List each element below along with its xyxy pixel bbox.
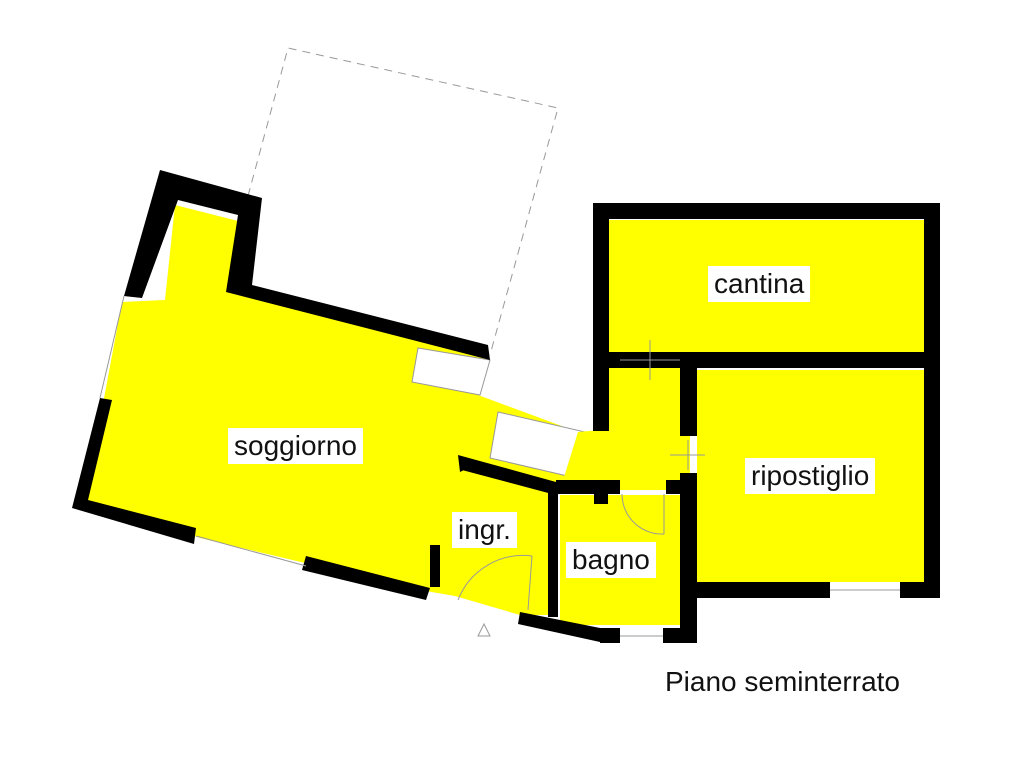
room-label-ripostiglio: ripostiglio [745,458,876,494]
room-corridor [560,360,690,490]
doors-windows [99,295,900,637]
terrace-dashed-outline [247,47,559,356]
room-label-ingresso: ingr. [452,512,517,548]
room-label-bagno: bagno [566,542,656,578]
stairs-upper [411,347,491,396]
plan-caption: Piano seminterrato [665,666,901,697]
room-label-soggiorno: soggiorno [228,428,363,464]
room-soggiorno [85,205,578,615]
walls [72,170,940,643]
room-label-cantina: cantina [708,266,811,302]
